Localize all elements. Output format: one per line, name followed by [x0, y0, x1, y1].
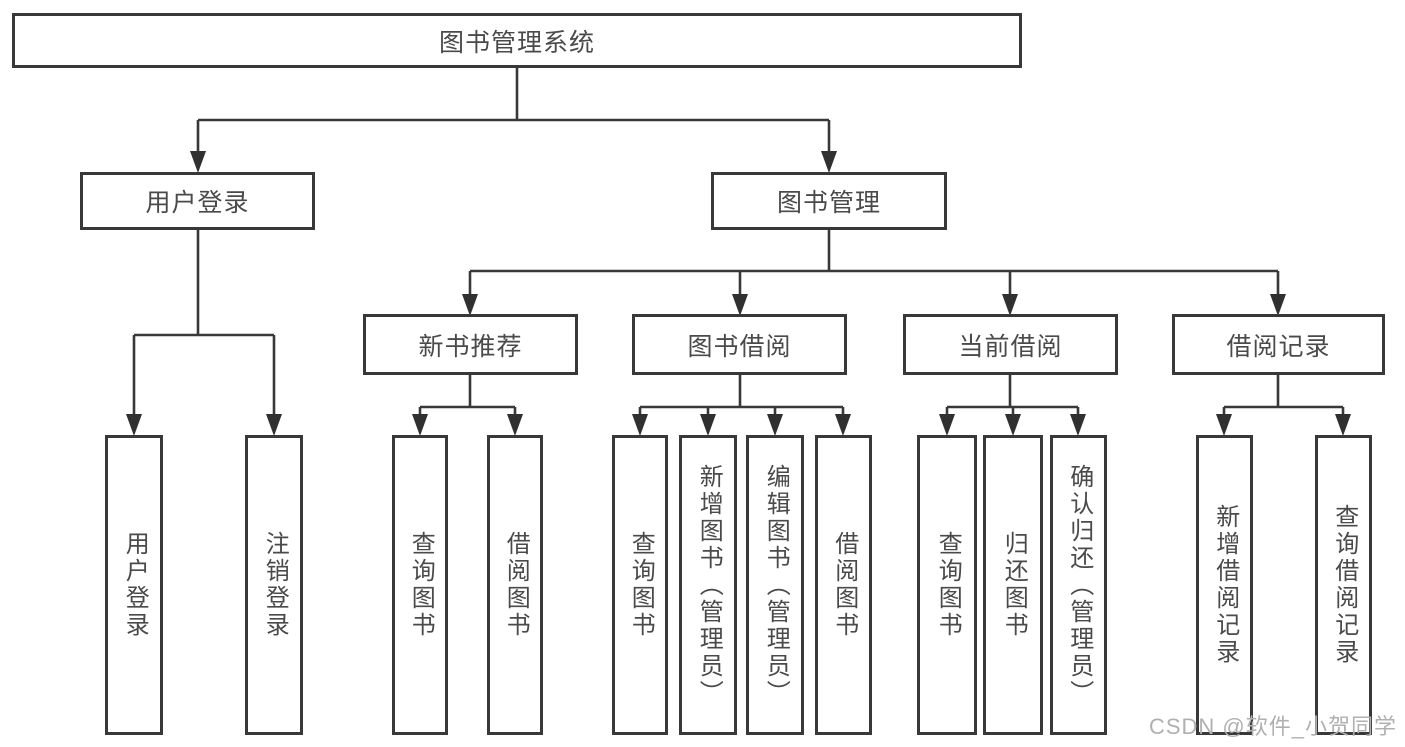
- node-label: 确认归还（管理员）: [1065, 463, 1093, 707]
- node-label: 用户登录: [121, 531, 149, 639]
- node-borrow-records[interactable]: 借阅记录: [1172, 314, 1385, 375]
- node-book-management[interactable]: 图书管理: [711, 172, 947, 230]
- node-label: 编辑图书（管理员）: [762, 463, 790, 707]
- node-label: 新增借阅记录: [1211, 504, 1239, 666]
- leaf-query-books-recommend[interactable]: 查询图书: [392, 435, 448, 735]
- leaf-query-borrow-record[interactable]: 查询借阅记录: [1315, 435, 1372, 735]
- leaf-logout[interactable]: 注销登录: [245, 435, 303, 735]
- leaf-query-books-current[interactable]: 查询图书: [917, 435, 977, 735]
- leaf-confirm-return-admin[interactable]: 确认归还（管理员）: [1050, 435, 1107, 735]
- node-new-book-recommend[interactable]: 新书推荐: [363, 314, 578, 375]
- leaf-borrow-books[interactable]: 借阅图书: [815, 435, 872, 735]
- node-label: 查询图书: [934, 531, 962, 639]
- node-label: 图书管理系统: [438, 28, 595, 57]
- node-label: 图书借阅: [687, 332, 792, 361]
- leaf-return-books[interactable]: 归还图书: [983, 435, 1043, 735]
- node-label: 查询图书: [627, 531, 655, 639]
- node-current-borrow[interactable]: 当前借阅: [903, 314, 1118, 375]
- node-label: 借阅图书: [502, 531, 530, 639]
- node-label: 查询借阅记录: [1330, 504, 1358, 666]
- node-label: 注销登录: [261, 531, 289, 639]
- node-label: 新增图书（管理员）: [695, 463, 723, 707]
- node-system-root[interactable]: 图书管理系统: [12, 13, 1022, 68]
- node-label: 借阅图书: [830, 531, 858, 639]
- node-label: 当前借阅: [958, 332, 1063, 361]
- node-label: 查询图书: [407, 531, 435, 639]
- node-book-borrow[interactable]: 图书借阅: [632, 314, 847, 375]
- leaf-borrow-books-recommend[interactable]: 借阅图书: [487, 435, 543, 735]
- leaf-add-books-admin[interactable]: 新增图书（管理员）: [679, 435, 737, 735]
- leaf-add-borrow-record[interactable]: 新增借阅记录: [1196, 435, 1253, 735]
- leaf-user-login[interactable]: 用户登录: [105, 435, 163, 735]
- node-label: 新书推荐: [418, 332, 523, 361]
- node-label: 用户登录: [145, 189, 250, 217]
- leaf-edit-books-admin[interactable]: 编辑图书（管理员）: [746, 435, 804, 735]
- leaf-query-books-borrow[interactable]: 查询图书: [612, 435, 668, 735]
- node-label: 借阅记录: [1226, 332, 1331, 361]
- csdn-watermark: CSDN @软件_小贺同学: [1148, 714, 1397, 739]
- node-user-login-group[interactable]: 用户登录: [80, 172, 315, 230]
- node-label: 归还图书: [1000, 531, 1028, 639]
- node-label: 图书管理: [776, 189, 881, 217]
